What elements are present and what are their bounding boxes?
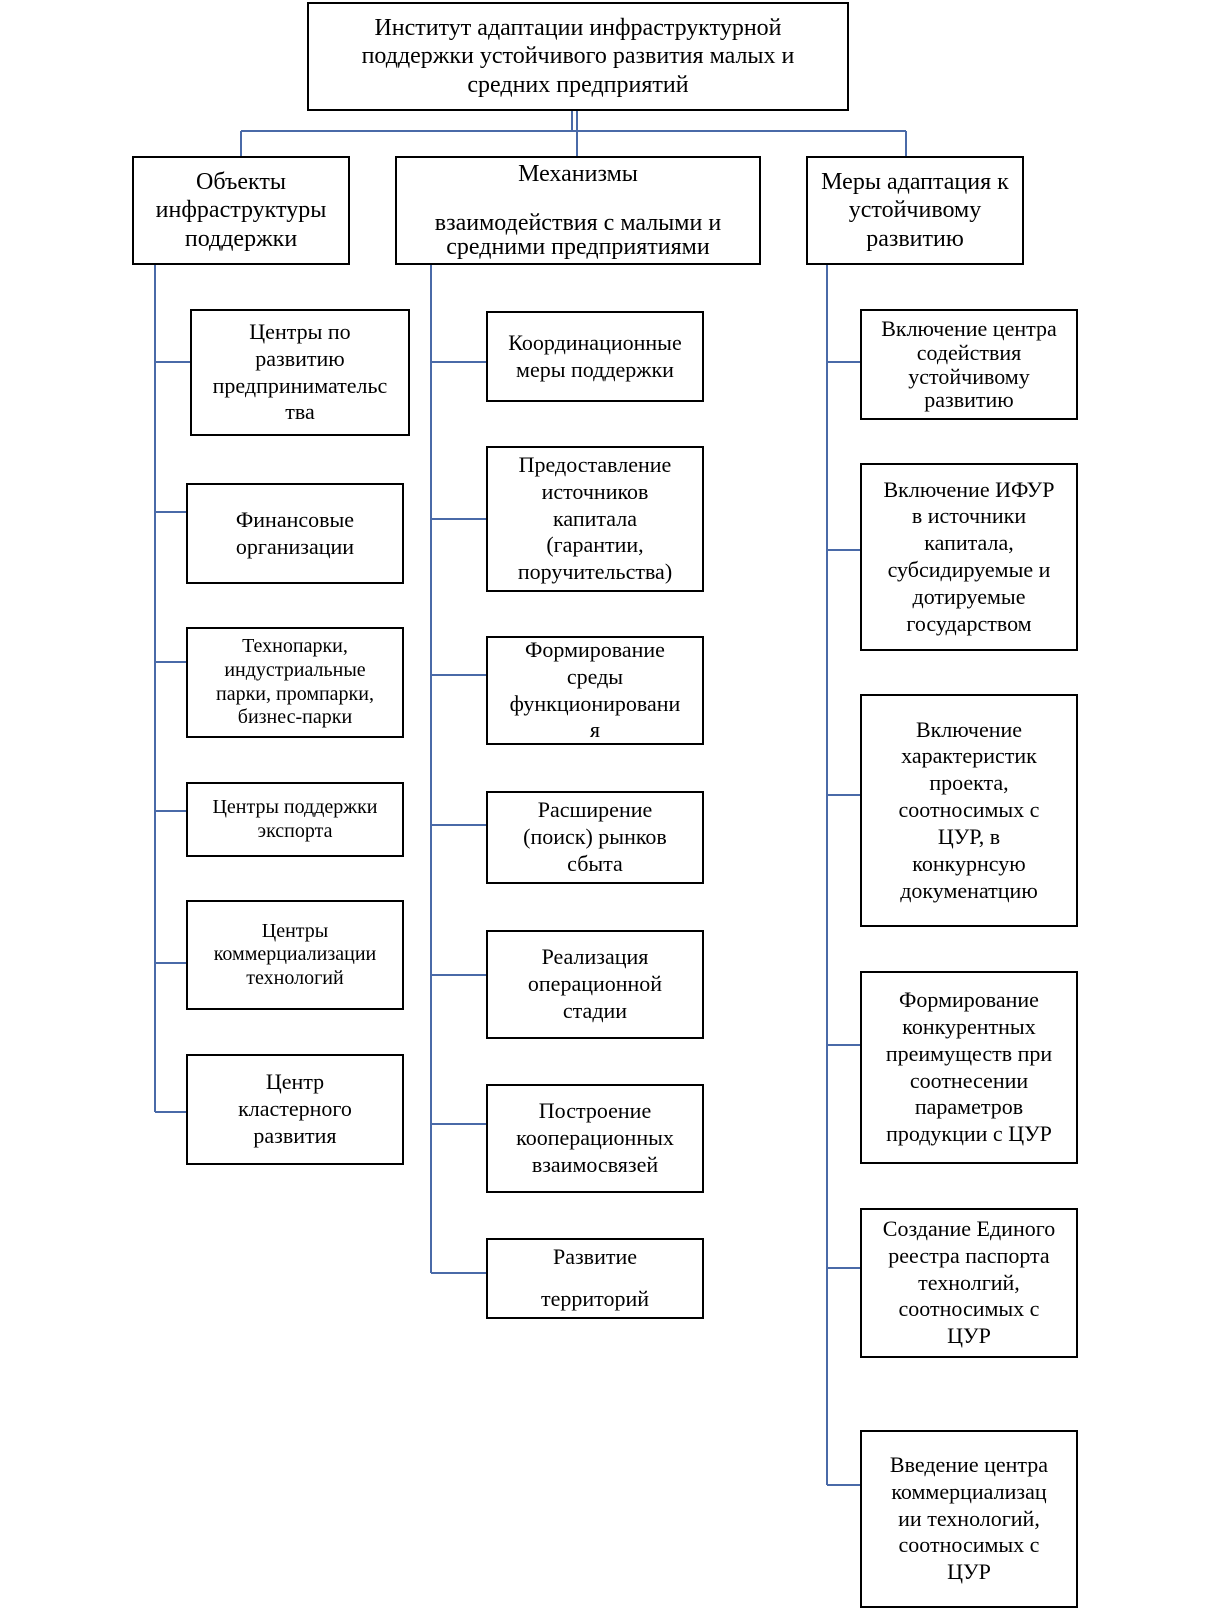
item-label: Финансовые организации: [235, 506, 355, 559]
column1-item: Центры по развитию предпринимательс тва: [190, 309, 410, 436]
item-label: Введение центра коммерциализац ии технол…: [889, 1451, 1049, 1585]
header-adaptation-measures: Меры адаптация к устойчивому развитию: [806, 156, 1024, 265]
item-label: Формирование конкурентных преимуществ пр…: [885, 987, 1053, 1147]
column1-item: Центры поддержки экспорта: [186, 782, 404, 857]
item-label: Центры поддержки экспорта: [212, 795, 378, 842]
column2-item: Формирование среды функционировани я: [486, 636, 704, 745]
item-label: Включение характеристик проекта, соотнос…: [898, 716, 1040, 903]
column1-item: Технопарки, индустриальные парки, промпа…: [186, 627, 404, 738]
root-node: Институт адаптации инфраструктурной подд…: [307, 2, 849, 111]
item-label: Создание Единого реестра паспорта технол…: [882, 1215, 1056, 1349]
item-label: Координационные меры поддержки: [508, 329, 682, 382]
item-label: Предоставление источников капитала (гара…: [517, 451, 673, 585]
root-node-label: Институт адаптации инфраструктурной подд…: [361, 15, 795, 98]
item-label: Расширение (поиск) рынков сбыта: [523, 797, 667, 876]
item-label: Реализация операционной стадии: [527, 944, 663, 1023]
column2-item: Развитие территорий: [486, 1238, 704, 1319]
column3-item: Включение ИФУР в источники капитала, суб…: [860, 463, 1078, 651]
header-label: Меры адаптация к устойчивому развитию: [821, 169, 1009, 252]
column1-item: Центры коммерциализации технологий: [186, 900, 404, 1010]
column2-item: Реализация операционной стадии: [486, 930, 704, 1039]
header-interaction-mechanisms: Механизмы взаимодействия с малыми и сред…: [395, 156, 761, 265]
item-label: Центр кластерного развития: [238, 1069, 352, 1148]
item-label: Развитие территорий: [540, 1244, 650, 1311]
column1-item: Центр кластерного развития: [186, 1054, 404, 1165]
column2-item: Координационные меры поддержки: [486, 311, 704, 402]
header-label: Объекты инфраструктуры поддержки: [155, 169, 327, 252]
item-label: Центры коммерциализации технологий: [213, 919, 377, 989]
item-label: Построение кооперационных взаимосвязей: [516, 1098, 674, 1177]
column3-item: Формирование конкурентных преимуществ пр…: [860, 971, 1078, 1164]
column1-item: Финансовые организации: [186, 483, 404, 584]
item-label: Центры по развитию предпринимательс тва: [212, 318, 388, 425]
column3-item: Создание Единого реестра паспорта технол…: [860, 1208, 1078, 1358]
item-label: Включение ИФУР в источники капитала, суб…: [883, 476, 1055, 636]
column2-item: Построение кооперационных взаимосвязей: [486, 1084, 704, 1193]
item-label: Технопарки, индустриальные парки, промпа…: [216, 635, 374, 729]
column3-item: Введение центра коммерциализац ии технол…: [860, 1430, 1078, 1608]
item-label: Формирование среды функционировани я: [509, 636, 681, 743]
column2-item: Предоставление источников капитала (гара…: [486, 446, 704, 592]
column3-item: Включение центра содействия устойчивому …: [860, 309, 1078, 420]
header-label: Механизмы взаимодействия с малыми и сред…: [434, 160, 722, 260]
column3-item: Включение характеристик проекта, соотнос…: [860, 694, 1078, 927]
item-label: Включение центра содействия устойчивому …: [881, 316, 1057, 413]
header-infrastructure-objects: Объекты инфраструктуры поддержки: [132, 156, 350, 265]
column2-item: Расширение (поиск) рынков сбыта: [486, 791, 704, 884]
